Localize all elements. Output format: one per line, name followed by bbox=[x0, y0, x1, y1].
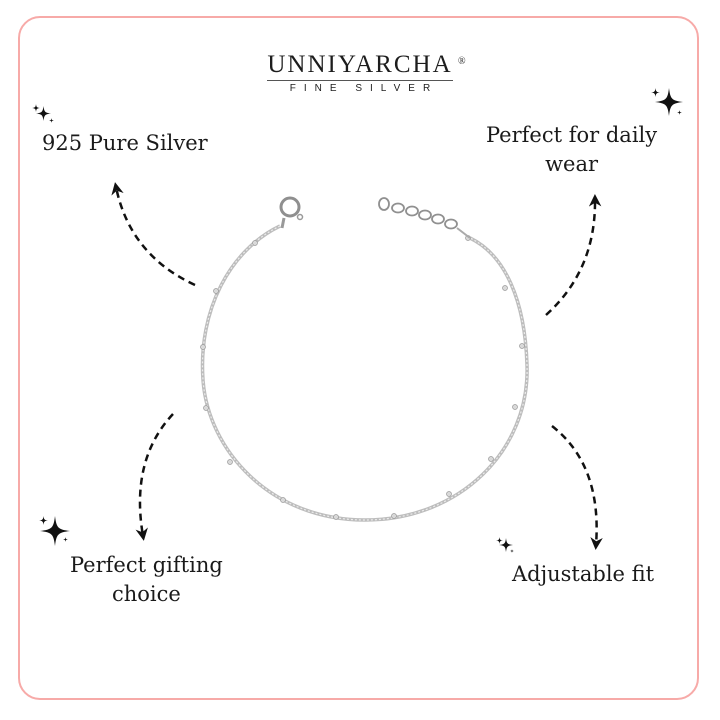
feature-adjustable-fit: Adjustable fit bbox=[512, 562, 655, 586]
feature-daily-wear-line2: wear bbox=[545, 152, 599, 176]
feature-gifting-line1: Perfect gifting bbox=[70, 553, 223, 577]
feature-pure-silver: 925 Pure Silver bbox=[42, 131, 208, 155]
feature-daily-wear-line1: Perfect for daily bbox=[486, 123, 658, 147]
card-frame bbox=[18, 16, 699, 700]
feature-gifting: Perfect gifting choice bbox=[70, 551, 223, 609]
feature-daily-wear: Perfect for daily wear bbox=[486, 121, 657, 179]
brand-tagline: FINE SILVER bbox=[289, 83, 439, 94]
brand-logo: UNNIYARCHA® FINE SILVER bbox=[0, 52, 720, 94]
feature-gifting-line2: choice bbox=[111, 582, 181, 606]
registered-mark: ® bbox=[458, 56, 466, 67]
brand-name: UNNIYARCHA® bbox=[267, 52, 466, 81]
